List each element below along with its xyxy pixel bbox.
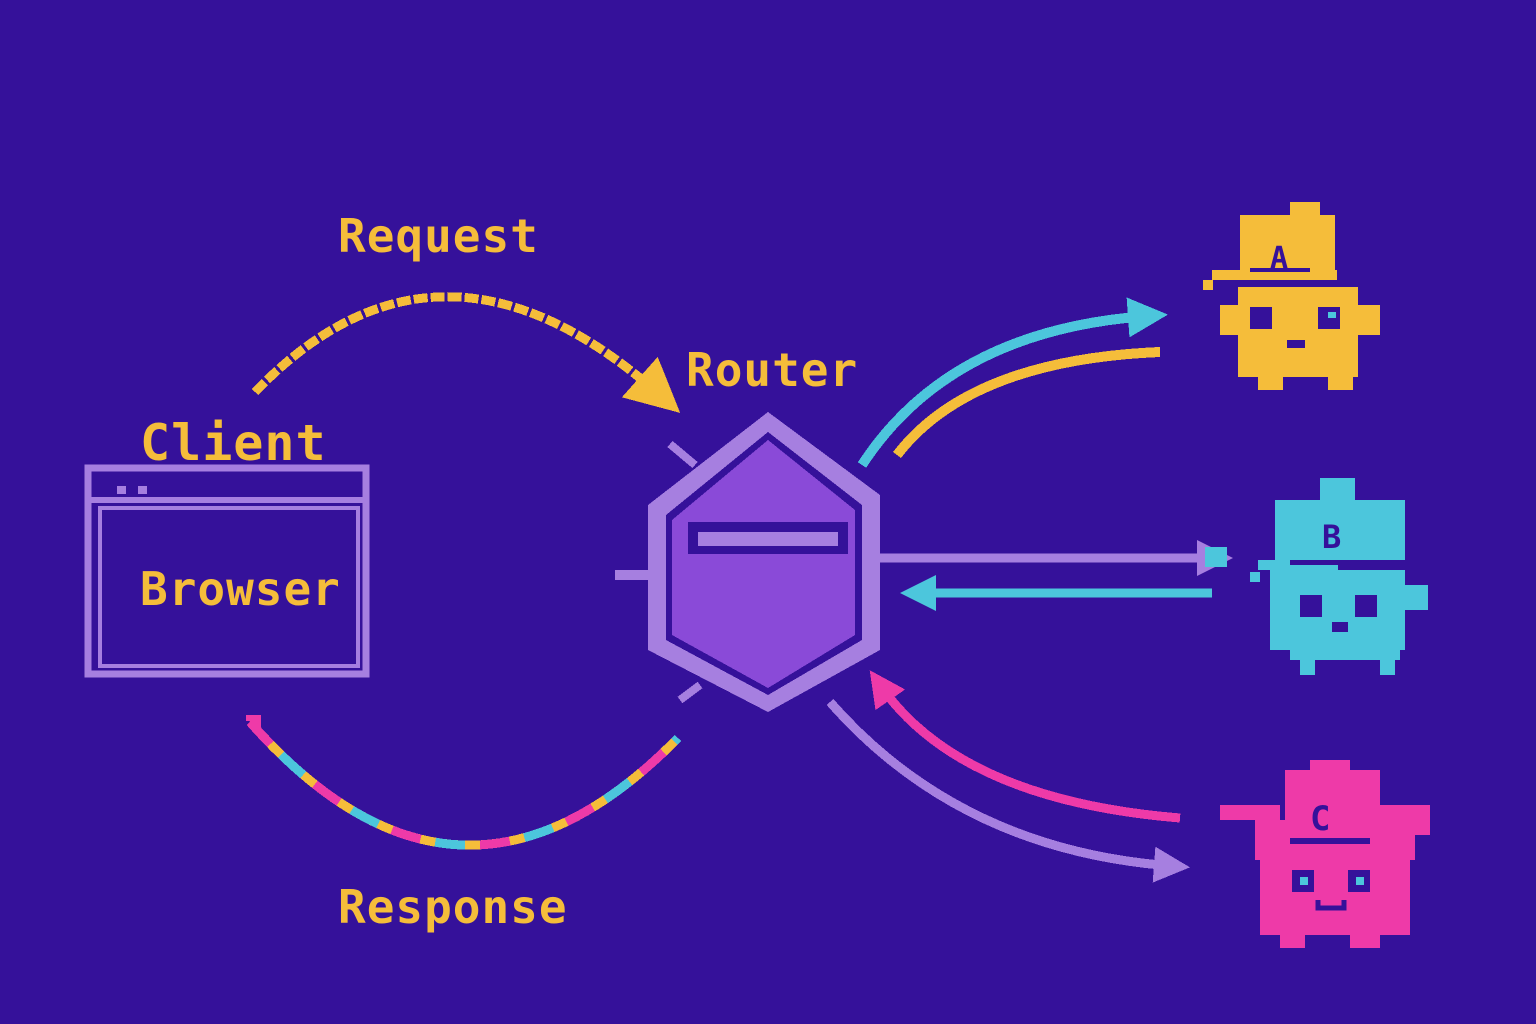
eye-icon: [1355, 595, 1377, 617]
browser-label: Browser: [140, 562, 341, 616]
eye-icon: [1250, 307, 1272, 329]
server-c-character: C: [1220, 760, 1430, 948]
server-c-letter: C: [1310, 799, 1330, 839]
route-arrow-from-c: [869, 670, 1181, 823]
eye-icon: [1300, 595, 1322, 617]
route-arrow-to-a-yellow: [893, 347, 1161, 459]
request-label: Request: [338, 209, 539, 263]
browser-window: [84, 464, 370, 678]
route-arrow-to-a-cyan: [857, 297, 1168, 468]
router-label: Router: [686, 343, 858, 397]
response-label: Response: [338, 880, 568, 934]
response-arrow: [246, 715, 682, 850]
client-label: Client: [140, 414, 327, 472]
window-dot-icon: [138, 486, 147, 494]
server-b-character: B: [1205, 478, 1428, 675]
route-arrow-to-c: [826, 699, 1190, 883]
request-arrow: [251, 292, 681, 413]
server-b-letter: B: [1322, 518, 1341, 556]
window-dot-icon: [117, 486, 126, 494]
server-a-letter: A: [1270, 241, 1288, 276]
router-node: [615, 412, 880, 712]
server-a-character: A: [1203, 202, 1380, 390]
